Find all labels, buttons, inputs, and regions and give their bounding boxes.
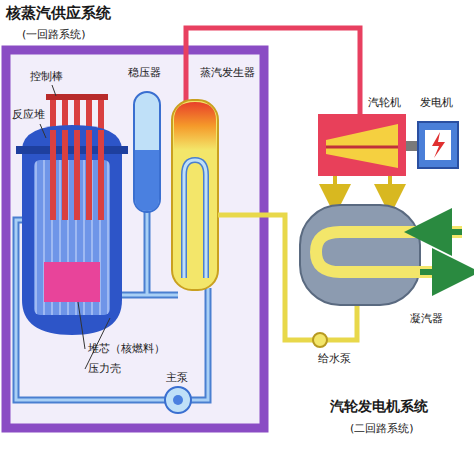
main-pump [165, 387, 191, 413]
turbine [318, 114, 418, 176]
part-label: 稳压器 [128, 66, 161, 79]
part-label: 汽轮机 [368, 96, 401, 109]
part-label: 主泵 [166, 371, 188, 384]
system-title: 核蒸汽供应系统 [6, 4, 111, 22]
pressurizer [134, 92, 160, 212]
part-label: 控制棒 [30, 70, 63, 83]
generator [418, 122, 458, 168]
system-subtitle: (二回路系统) [350, 422, 414, 435]
part-label: 反应堆 [12, 108, 45, 121]
primary-frame [6, 50, 264, 428]
part-label: 发电机 [420, 96, 453, 109]
part-label: 给水泵 [318, 352, 351, 365]
system-title: 汽轮发电机系统 [330, 398, 428, 415]
part-label: 凝汽器 [410, 312, 443, 325]
steam-pipe [186, 28, 360, 116]
system-subtitle: (一回路系统) [22, 28, 86, 41]
reactor-core [44, 262, 100, 302]
condenser [300, 205, 462, 305]
reactor-vessel [16, 94, 128, 335]
leader-lines [40, 85, 110, 369]
steam-generator [172, 100, 218, 290]
feed-pump [313, 333, 327, 347]
part-label: 蒸汽发生器 [200, 66, 255, 79]
part-label: 堆芯（核燃料） [88, 342, 165, 355]
part-label: 压力壳 [88, 362, 121, 375]
